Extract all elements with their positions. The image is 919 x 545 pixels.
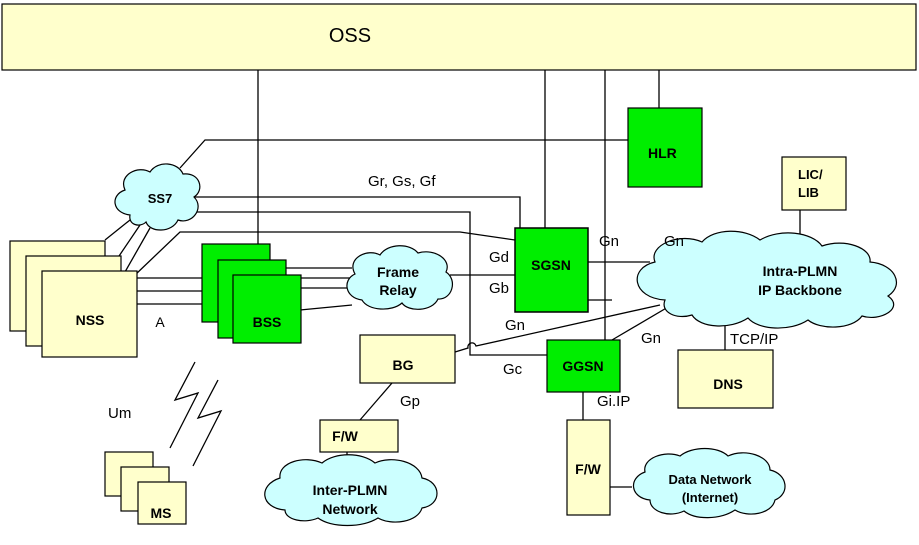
inter-plmn-label-1: Inter-PLMN bbox=[313, 482, 388, 498]
gc-label: Gc bbox=[503, 361, 523, 378]
gn-ggsn-label: Gn bbox=[641, 330, 661, 347]
dns-box bbox=[677, 349, 774, 409]
ss7-label: SS7 bbox=[148, 191, 173, 206]
gr-gs-gf-label: Gr, Gs, Gf bbox=[368, 173, 436, 190]
gb-label: Gb bbox=[489, 280, 509, 297]
bg-backbone-link bbox=[454, 304, 661, 353]
fw-left-box bbox=[319, 419, 399, 453]
frame-relay-label-2: Relay bbox=[379, 282, 417, 298]
lic-lib-box bbox=[781, 156, 847, 211]
nss-ss7-link-1 bbox=[104, 219, 131, 241]
gp-label: Gp bbox=[400, 393, 420, 410]
ss7-hlr-link bbox=[179, 139, 628, 169]
bss-label: BSS bbox=[253, 314, 282, 330]
intra-plmn-label-2: IP Backbone bbox=[758, 282, 842, 298]
ss7-ggsn-link bbox=[195, 211, 547, 356]
bg-fw-link bbox=[359, 382, 393, 421]
ms-box-front bbox=[137, 481, 187, 525]
fw-right-label: F/W bbox=[575, 461, 601, 477]
um-radio-link-1 bbox=[169, 361, 200, 449]
data-network-label-2: (Internet) bbox=[682, 490, 738, 505]
ggsn-box bbox=[546, 339, 621, 393]
a-interface-label: A bbox=[155, 314, 165, 330]
gn-backbone-label: Gn bbox=[664, 233, 684, 250]
nss-ss7-link-3 bbox=[124, 227, 151, 273]
nss-label: NSS bbox=[76, 312, 105, 328]
um-label: Um bbox=[108, 405, 131, 422]
frame-relay-cloud bbox=[346, 245, 454, 310]
intra-plmn-label-1: Intra-PLMN bbox=[763, 263, 838, 279]
data-network-cloud bbox=[633, 447, 786, 519]
sgsn-label: SGSN bbox=[531, 257, 571, 273]
nss-sgsn-link bbox=[134, 231, 516, 276]
ss7-cloud bbox=[114, 163, 201, 231]
tcp-ip-label: TCP/IP bbox=[730, 331, 778, 348]
bg-label: BG bbox=[393, 357, 414, 373]
oss-label: OSS bbox=[329, 25, 371, 47]
gd-label: Gd bbox=[489, 249, 509, 266]
lic-lib-label-1: LIC/ bbox=[798, 167, 823, 182]
inter-plmn-label-2: Network bbox=[322, 501, 377, 517]
lic-lib-label-2: LIB bbox=[798, 185, 819, 200]
ggsn-label: GGSN bbox=[562, 358, 603, 374]
bss-box-front bbox=[232, 274, 302, 344]
um-radio-link-2 bbox=[192, 379, 223, 467]
bg-box bbox=[359, 334, 456, 384]
ms-label: MS bbox=[151, 505, 172, 521]
dns-label: DNS bbox=[713, 376, 743, 392]
intra-plmn-backbone-cloud bbox=[636, 230, 898, 329]
data-network-label-1: Data Network bbox=[668, 472, 752, 487]
fw-right-box bbox=[566, 419, 611, 516]
hlr-label: HLR bbox=[648, 145, 677, 161]
gi-ip-label: Gi.IP bbox=[597, 393, 630, 410]
frame-relay-label-1: Frame bbox=[377, 264, 419, 280]
gn-sgsn-label: Gn bbox=[599, 233, 619, 250]
fw-left-label: F/W bbox=[332, 428, 358, 444]
nss-box-front bbox=[41, 270, 138, 358]
oss-bar bbox=[1, 3, 917, 71]
gn-lower-label: Gn bbox=[505, 317, 525, 334]
inter-plmn-cloud bbox=[264, 454, 438, 527]
ss7-sgsn-link bbox=[190, 196, 521, 228]
bss-fr-link-4 bbox=[299, 304, 353, 311]
sgsn-box bbox=[514, 227, 589, 313]
hlr-box bbox=[627, 107, 703, 188]
